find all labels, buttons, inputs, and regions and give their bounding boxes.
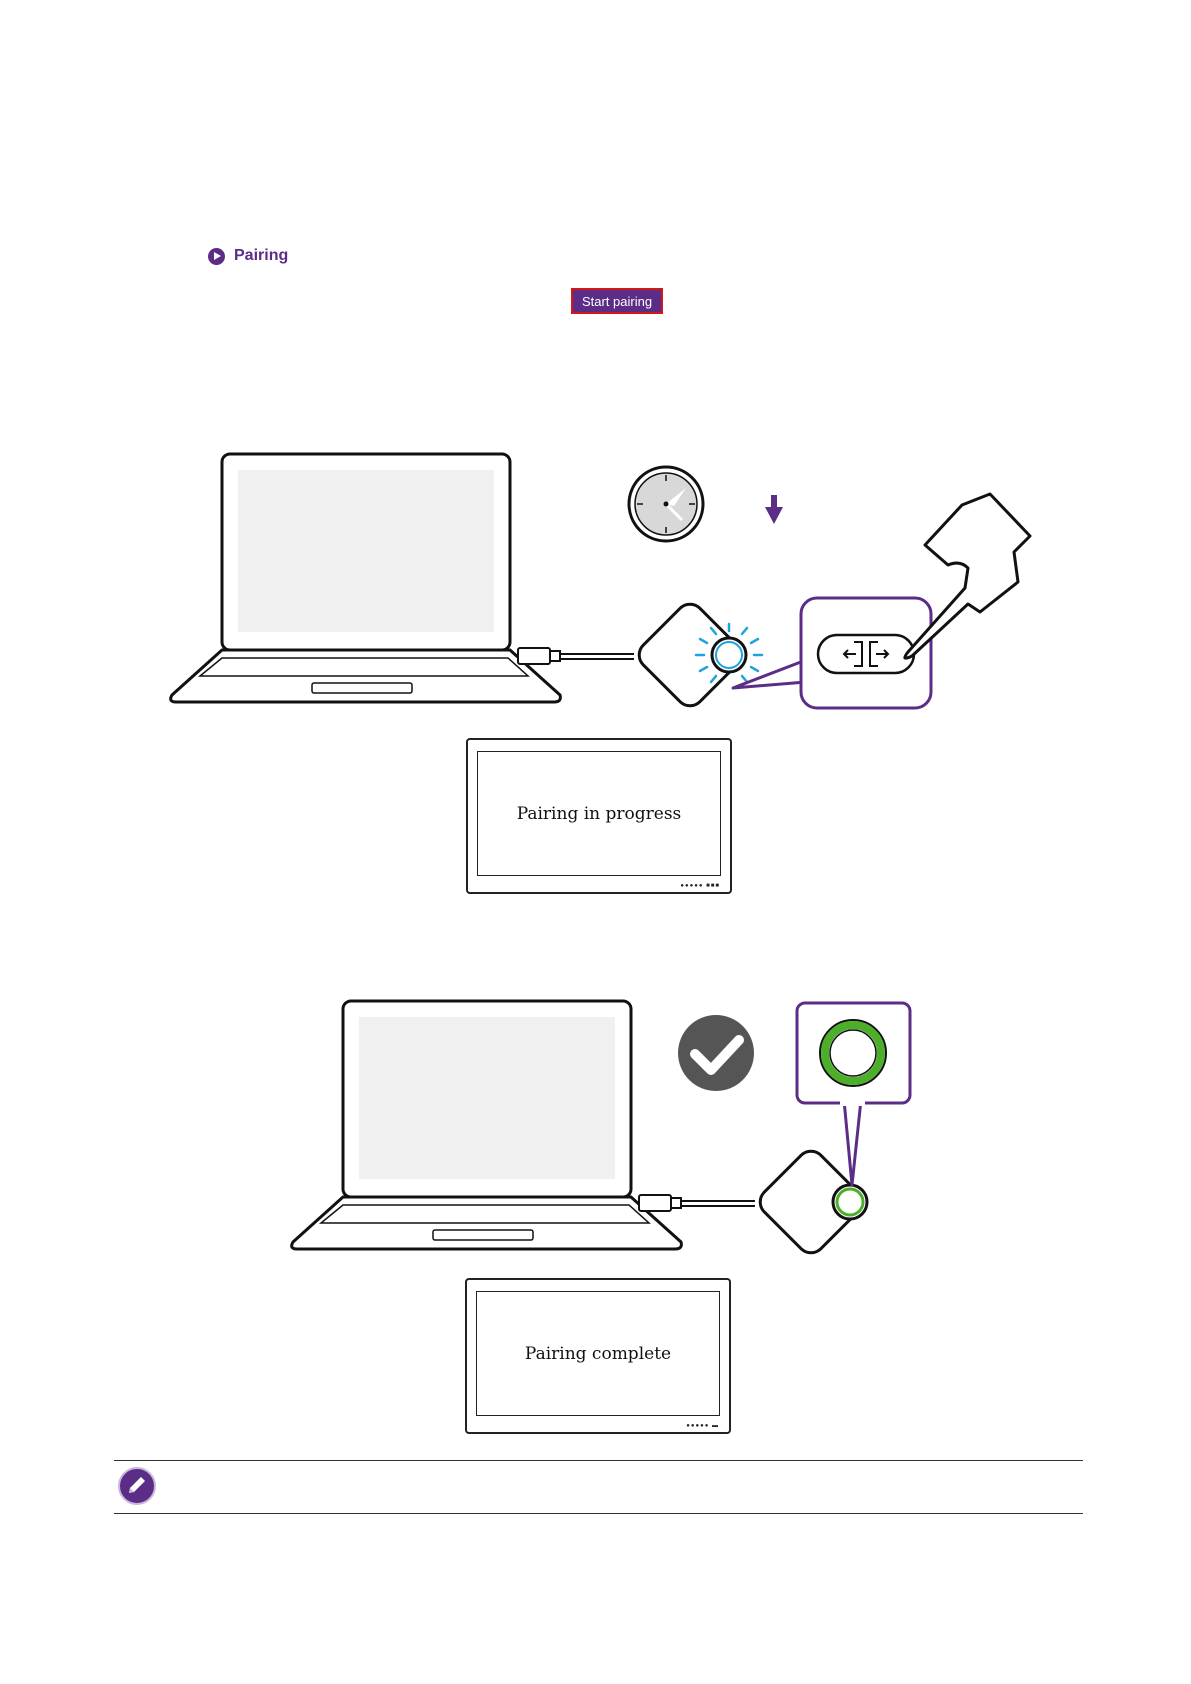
display-pairing-complete: Pairing complete ●●●●● ▬ xyxy=(465,1278,731,1434)
checkmark-icon xyxy=(678,1015,754,1091)
tv-indicator-dots: ●●●●● ▬ xyxy=(686,1423,719,1429)
clock-icon xyxy=(629,467,703,541)
note-box xyxy=(114,1460,1083,1514)
pointing-hand-icon xyxy=(905,494,1030,658)
pencil-icon xyxy=(118,1467,156,1505)
pair-button-callout xyxy=(733,598,931,708)
tv-indicator-dots: ●●●●● ■■■ xyxy=(680,883,720,889)
usb-cable-2 xyxy=(639,1195,755,1211)
laptop-illustration-1 xyxy=(171,454,561,702)
tv-screen-message: Pairing complete xyxy=(476,1291,720,1416)
dongle-1 xyxy=(633,598,762,711)
green-led-icon xyxy=(820,1020,886,1086)
laptop-illustration-2 xyxy=(292,1001,682,1249)
display-pairing-in-progress: Pairing in progress ●●●●● ■■■ xyxy=(466,738,732,894)
usb-cable-1 xyxy=(518,648,634,664)
arrow-down-icon xyxy=(765,495,783,524)
tv-screen-message: Pairing in progress xyxy=(477,751,721,876)
